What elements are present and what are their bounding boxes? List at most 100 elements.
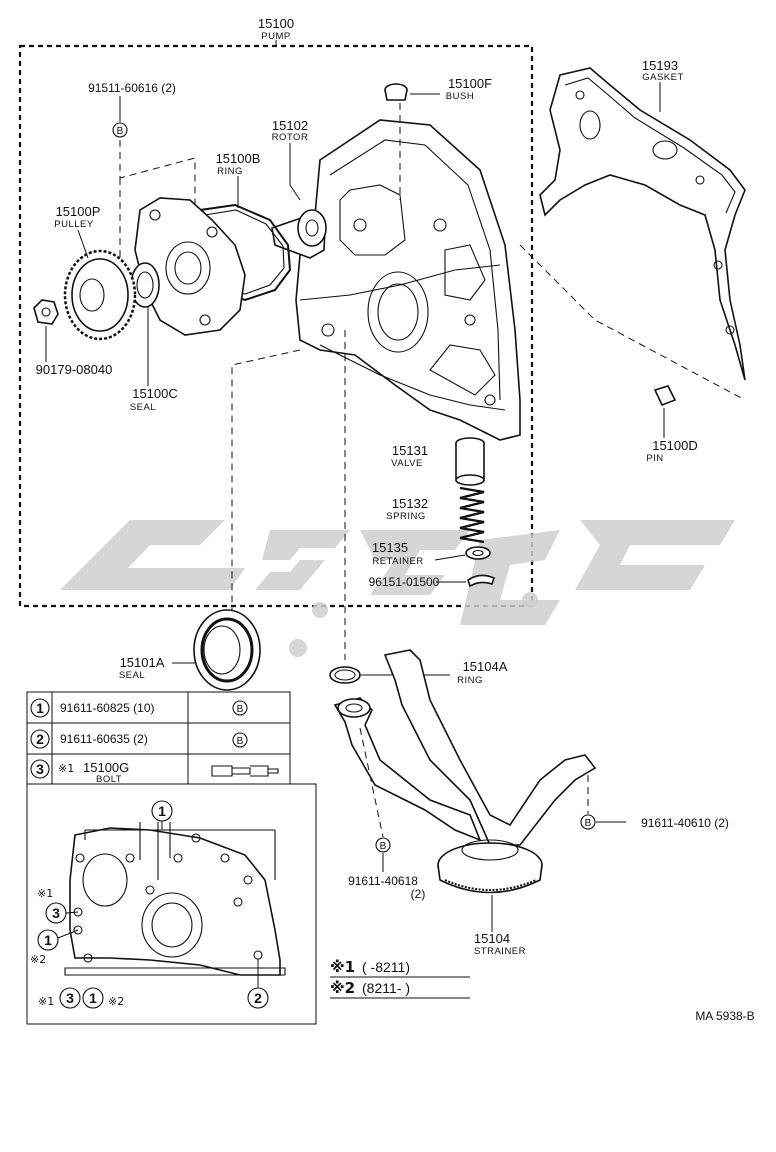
legend-row-3-name: BOLT: [96, 774, 122, 785]
bush: [384, 83, 408, 101]
footnote-1-mark: ※1: [330, 958, 355, 976]
spring: [459, 486, 485, 544]
spring-part-number: 15132: [392, 496, 428, 511]
bush-name: BUSH: [446, 91, 474, 102]
rotor-name: ROTOR: [272, 132, 309, 143]
bolt-b-marker-right: B: [580, 814, 596, 830]
legend-callout-2: [30, 729, 50, 749]
legend-row-3-mark: ※1: [58, 762, 74, 775]
bolt-b-marker-top: B: [112, 122, 128, 138]
seal-c-part-number: 15100C: [132, 386, 178, 401]
gasket-part-number: 15193: [642, 58, 678, 73]
inset-callout-top-num: 1: [158, 803, 166, 819]
stud-bolt-icon: [211, 765, 279, 777]
seal-a-part-number: 15101A: [120, 655, 165, 670]
inset-callout-3b: [59, 987, 81, 1009]
strainer-o-ring: [329, 666, 361, 684]
strainer-name: STRAINER: [474, 946, 526, 957]
relief-valve: [455, 437, 485, 486]
inset-callout-3b-num: 3: [66, 990, 74, 1006]
svg-text:B: B: [585, 818, 592, 829]
pulley-nut: [33, 299, 59, 325]
pump-body: [295, 119, 521, 441]
inset-note-3: ※1: [38, 995, 54, 1008]
inset-note-1: ※1: [37, 887, 53, 900]
valve-name: VALVE: [391, 458, 423, 469]
spring-retainer: [465, 546, 491, 560]
inset-callout-1b: [82, 987, 104, 1009]
right-bolt-part-number: 91611-40610 (2): [641, 816, 729, 830]
legend-row-1-marker: B: [237, 704, 244, 715]
svg-text:B: B: [380, 841, 387, 852]
bolt-location-inset: 1 ※1 3 1 ※2 2 ※1 3 1 ※2: [26, 783, 317, 1025]
pulley-name: PULLEY: [54, 219, 94, 230]
legend-row-2-part: 91611-60635 (2): [60, 732, 148, 746]
snap-ring: [467, 574, 495, 588]
legend-row-1-part: 91611-60825 (10): [60, 701, 155, 715]
retainer-part-number: 15135: [372, 540, 408, 555]
legend-row-3-part: 15100G: [83, 760, 129, 775]
legend-row-1-b-icon: [232, 700, 248, 716]
strainer-bolt-qty: (2): [411, 887, 426, 901]
seal-alignment-line: [231, 349, 301, 612]
inset-note-2: ※2: [30, 953, 46, 966]
footnote-1-text: ( -8211): [362, 959, 410, 975]
bolt-b-marker-strainer: B: [375, 837, 391, 853]
inset-callout-1a-num: 1: [44, 932, 52, 948]
gasket: [539, 67, 746, 381]
ring-part-number: 15100B: [216, 151, 261, 166]
spring-name: SPRING: [386, 511, 425, 522]
inset-callout-3a-num: 3: [52, 905, 60, 921]
legend-callout-1: [30, 698, 50, 718]
nut-part-number: 90179-08040: [36, 362, 113, 377]
retainer-leader: [434, 554, 466, 561]
legend-row-1-num: 1: [36, 700, 44, 716]
dowel-pin: [653, 385, 677, 407]
top-bolt-alignment-line: [119, 140, 196, 205]
bush-part-number: 15100F: [448, 76, 492, 91]
snap-ring-part-number: 96151-01500: [369, 575, 440, 589]
legend-row-2-marker: B: [237, 736, 244, 747]
pulley-leader: [77, 229, 89, 259]
pin-part-number: 15100D: [652, 438, 698, 453]
rotor-part-number: 15102: [272, 118, 308, 133]
rotor: [271, 209, 327, 259]
seal-c-name: SEAL: [130, 402, 156, 413]
inset-note-4: ※2: [108, 995, 124, 1008]
inset-callout-1b-num: 1: [89, 990, 97, 1006]
top-bolt-part-number: 91511-60616 (2): [88, 81, 176, 95]
rotor-leader: [289, 143, 301, 201]
pump-part-number: 15100: [258, 16, 294, 31]
valve-part-number: 15131: [392, 443, 428, 458]
pulley-part-number: 15100P: [56, 204, 101, 219]
footnote-2-mark: ※2: [330, 979, 355, 997]
inset-callout-1a: [37, 929, 59, 951]
gasket-alignment-line: [519, 244, 746, 401]
ring-a-part-number: 15104A: [463, 659, 508, 674]
strainer-part-number: 15104: [474, 931, 510, 946]
oil-strainer: [333, 649, 597, 894]
gasket-name: GASKET: [642, 72, 684, 83]
ring-a-name: RING: [457, 675, 483, 686]
svg-text:B: B: [117, 126, 124, 137]
strainer-bolt-alignment-line: [359, 727, 384, 838]
pulley: [63, 249, 137, 341]
inset-callout-2-num: 2: [254, 990, 262, 1006]
strainer-bolt-part-number: 91611-40618: [348, 874, 418, 888]
bolt-legend-table: 1 91611-60825 (10) B 2 91611-60635 (2) B…: [26, 691, 291, 785]
footnote-2-text: (8211- ): [362, 980, 410, 996]
legend-callout-3: [30, 759, 50, 779]
seal-a-name: SEAL: [119, 670, 145, 681]
legend-row-2-b-icon: [232, 732, 248, 748]
pin-name: PIN: [646, 453, 663, 464]
legend-row-3-num: 3: [36, 761, 44, 777]
figure-id: MA 5938-B: [695, 1009, 754, 1023]
retainer-name: RETAINER: [372, 556, 423, 567]
pump-name: PUMP: [261, 31, 290, 42]
legend-row-2-num: 2: [36, 731, 44, 747]
ring-name: RING: [217, 166, 243, 177]
oil-seal-15100c: [130, 262, 160, 308]
crank-oil-seal: [193, 609, 261, 691]
